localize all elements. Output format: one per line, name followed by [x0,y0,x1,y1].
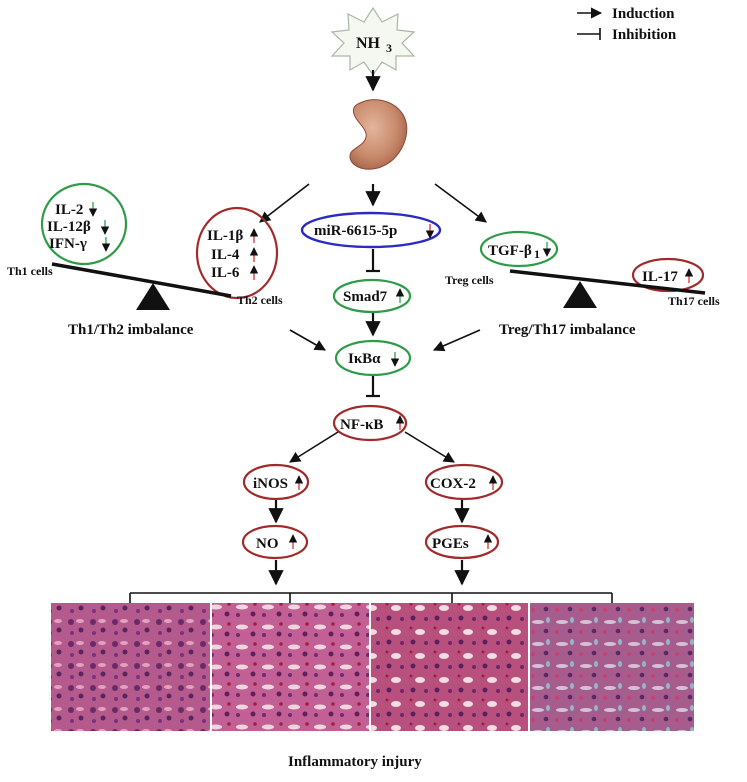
balance-beam [51,262,232,298]
nh3-label: NH [356,35,381,52]
inos-node: iNOS [242,463,310,501]
no-node: NO [241,524,309,560]
treg-th17-imbalance-label: Treg/Th17 imbalance [499,322,636,338]
histology-image [371,603,528,731]
ikba-label: IκBα [348,351,381,367]
il17-node: IL-17 [631,257,705,293]
treg-cells-label: Treg cells [445,273,494,287]
cytokine-il4: IL-4 [211,247,240,263]
mirna-label: miR-6615-5p [314,223,397,239]
arrow-kidney-th2 [259,183,310,223]
cytokine-ifng: IFN-γ [49,236,87,252]
arrow-nfkb-cox2 [404,431,455,463]
tgf-node: TGF-β 1 [479,230,559,268]
cox2-node: COX-2 [424,463,504,501]
footer-label: Inflammatory injury [288,754,422,770]
arrow-kidney-treg [434,183,487,223]
arrow-tregth17-ikba [432,329,481,352]
histology-image [530,603,694,731]
legend: Induction Inhibition [577,6,677,43]
th1-th2-balance: Th1 cells Th2 cells Th1/Th2 imbalance [7,262,283,338]
th2-cells-label: Th2 cells [237,293,283,307]
legend-induction: Induction [612,6,675,22]
pges-node: PGEs [424,524,500,560]
legend-inhibition: Inhibition [612,27,677,43]
nfkb-node: NF-κB [332,404,408,442]
balance-beam [509,269,706,295]
nfkb-label: NF-κB [340,417,383,433]
inos-label: iNOS [253,476,288,492]
histology-panels [51,603,694,731]
th2-cytokine-group: IL-1β IL-4 IL-6 [195,206,279,300]
smad7-node: Smad7 [332,278,412,314]
fulcrum-icon [563,281,597,308]
ikba-node: IκBα [334,339,412,377]
image-bracket [129,592,613,604]
arrow-nfkb-inos [289,431,339,463]
treg-th17-balance: Treg cells Th17 cells Treg/Th17 imbalanc… [445,269,720,338]
th1-th2-imbalance-label: Th1/Th2 imbalance [68,322,194,338]
nh3-node: NH 3 [330,6,416,77]
histology-image [51,603,210,731]
tgf-label: TGF-β [488,243,532,259]
cytokine-il6: IL-6 [211,265,240,281]
arrow-th1th2-ikba [289,329,326,351]
tgf-subscript: 1 [534,247,540,261]
no-label: NO [256,536,279,552]
kidney-icon [349,99,408,170]
cytokine-il1b: IL-1β [207,228,243,244]
fulcrum-icon [136,283,170,310]
cox2-label: COX-2 [430,476,476,492]
cytokine-il2: IL-2 [55,202,83,218]
nh3-subscript: 3 [386,41,392,55]
mirna-node: miR-6615-5p [300,211,442,249]
il17-label: IL-17 [642,269,678,285]
th17-cells-label: Th17 cells [668,294,720,308]
th1-cytokine-group: IL-2 IL-12β IFN-γ [40,182,128,266]
smad7-label: Smad7 [343,289,388,305]
histology-image [212,603,369,731]
pges-label: PGEs [432,536,469,552]
cytokine-il12b: IL-12β [47,219,91,235]
th1-cells-label: Th1 cells [7,264,53,278]
